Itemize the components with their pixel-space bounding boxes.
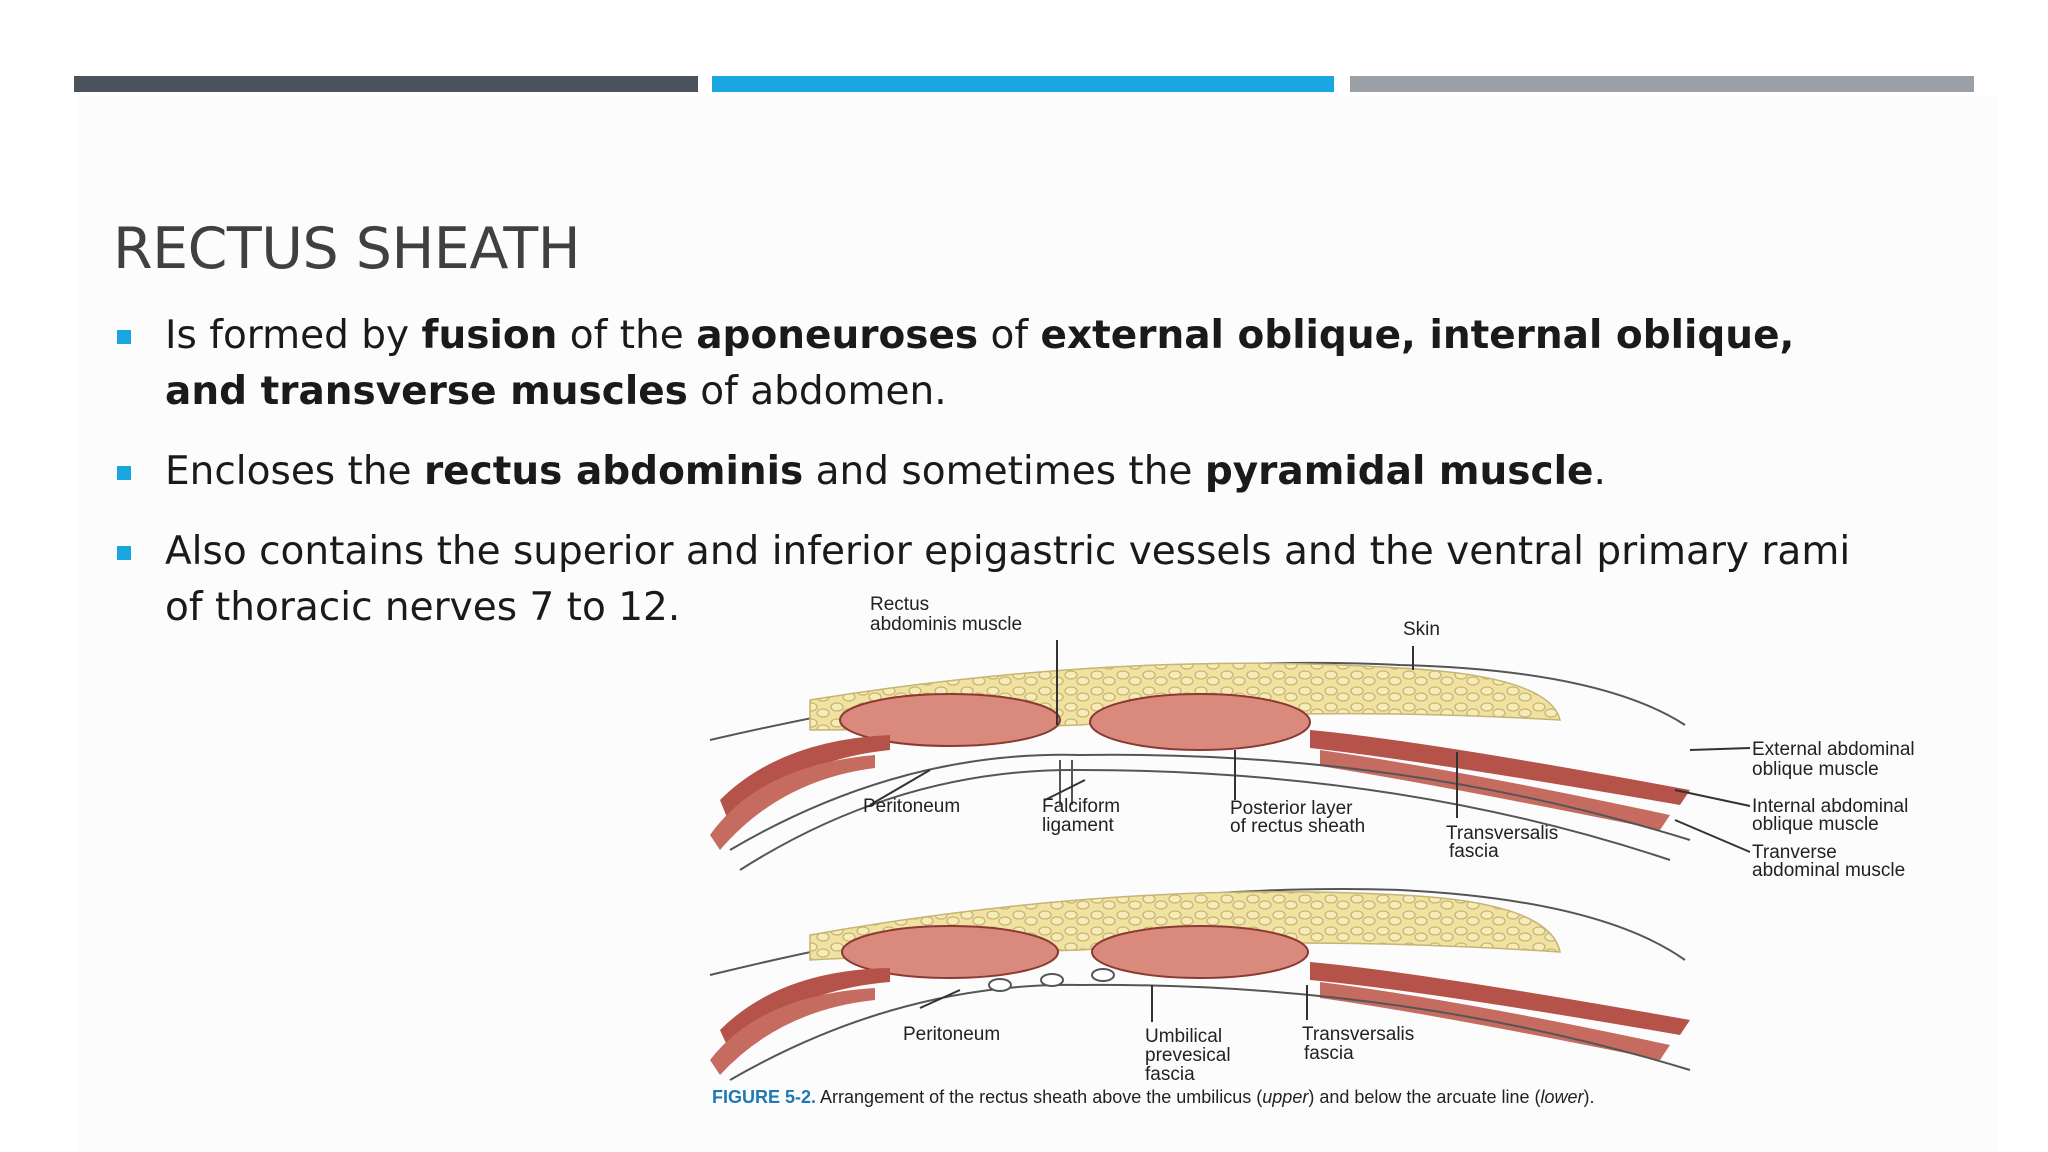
bullet-text-bold: external oblique, internal oblique, and … (165, 313, 1795, 414)
label-external-oblique-2: oblique muscle (1752, 759, 1879, 780)
label-rectus-2: abdominis muscle (870, 614, 1022, 635)
label-falciform-2: ligament (1042, 815, 1115, 836)
bullet-item: Encloses the rectus abdominis and someti… (113, 444, 1873, 500)
label-transversalis: Transversalis (1446, 823, 1558, 844)
label-transversalis-lower-2: fascia (1304, 1043, 1354, 1064)
bullet-text-run: . (1593, 449, 1606, 494)
caption-figure-label: FIGURE 5-2. (712, 1087, 816, 1107)
slide-title: RECTUS SHEATH (113, 216, 581, 282)
bullet-marker-icon (117, 330, 131, 344)
label-transversalis-lower: Transversalis (1302, 1024, 1414, 1045)
rectus-muscle-left (839, 693, 1061, 747)
upper-section: Rectus abdominis muscle Skin External ab… (709, 594, 1915, 881)
bullet-item: Is formed by fusion of the aponeuroses o… (113, 308, 1873, 420)
bullet-marker-icon (117, 546, 131, 560)
header-bar-accent (712, 76, 1334, 92)
bullet-text: Is formed by fusion of the aponeuroses o… (165, 313, 1794, 414)
anatomy-diagram: Rectus abdominis muscle Skin External ab… (709, 594, 1915, 1107)
label-internal-oblique: Internal abdominal (1752, 796, 1908, 817)
bullet-text-bold: fusion (421, 313, 558, 358)
rectus-sheath-figure: Rectus abdominis muscle Skin External ab… (700, 590, 1920, 1120)
bullet-text-run: Is formed by (165, 313, 422, 358)
caption-text-b: ) and below the arcuate line ( (1308, 1087, 1540, 1107)
bullet-marker-icon (117, 466, 131, 480)
caption-lower: lower (1540, 1087, 1584, 1107)
rectus-muscle-right-lower (1091, 925, 1309, 979)
label-transverse: Tranverse (1752, 842, 1837, 863)
label-rectus: Rectus (870, 594, 929, 615)
rectus-muscle-left-lower (841, 925, 1059, 979)
label-falciform: Falciform (1042, 796, 1120, 817)
label-peritoneum-lower: Peritoneum (903, 1024, 1000, 1045)
caption-text-a: Arrangement of the rectus sheath above t… (816, 1087, 1262, 1107)
bullet-text-run: and sometimes the (803, 449, 1205, 494)
label-posterior-layer: Posterior layer (1230, 798, 1353, 819)
label-peritoneum: Peritoneum (863, 796, 960, 817)
lateral-muscles-right (1310, 730, 1690, 805)
label-umbilical-3: fascia (1145, 1064, 1195, 1085)
bullet-text-run: of abdomen. (687, 369, 947, 414)
caption-upper: upper (1262, 1087, 1309, 1107)
bullet-text-bold: aponeuroses (696, 313, 979, 358)
label-skin: Skin (1403, 619, 1440, 640)
bullet-text-bold: rectus abdominis (423, 449, 804, 494)
label-umbilical: Umbilical (1145, 1026, 1222, 1047)
header-bar-light (1350, 76, 1974, 92)
label-external-oblique: External abdominal (1752, 739, 1915, 760)
label-transversalis-2: fascia (1449, 841, 1499, 862)
label-transverse-2: abdominal muscle (1752, 860, 1905, 881)
bullet-text-run: Encloses the (165, 449, 424, 494)
figure-caption: FIGURE 5-2. Arrangement of the rectus sh… (712, 1087, 1594, 1107)
header-bar-dark (74, 76, 698, 92)
rectus-muscle-right (1089, 693, 1311, 751)
caption-text-c: ). (1583, 1087, 1594, 1107)
label-posterior-layer-2: of rectus sheath (1230, 816, 1365, 837)
bullet-text: Encloses the rectus abdominis and someti… (165, 449, 1606, 494)
lower-section: Peritoneum Umbilical prevesical fascia T… (709, 888, 1691, 1085)
bullet-text-run: of the (557, 313, 697, 358)
slide-background (78, 96, 1998, 1152)
bullet-list: Is formed by fusion of the aponeuroses o… (113, 308, 1873, 660)
label-umbilical-2: prevesical (1145, 1045, 1231, 1066)
bullet-text-run: of (978, 313, 1041, 358)
bullet-text-bold: pyramidal muscle (1204, 449, 1594, 494)
label-internal-oblique-2: oblique muscle (1752, 814, 1879, 835)
bullet-text: Also contains the superior and inferior … (165, 529, 1850, 630)
bullet-text-run: Also contains the superior and inferior … (165, 529, 1851, 630)
bullet-item: Also contains the superior and inferior … (113, 524, 1873, 636)
